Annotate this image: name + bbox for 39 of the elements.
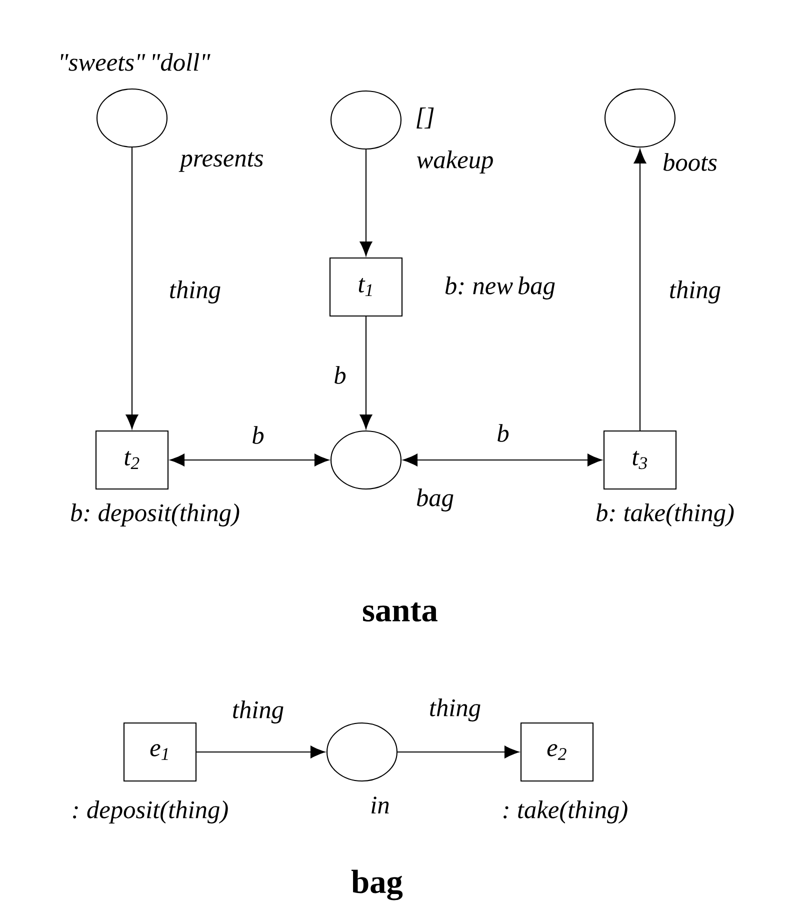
edge-label: thing — [430, 698, 480, 722]
transition-box: t$_{2}$ — [95, 430, 169, 490]
edge-label: thing — [233, 700, 284, 724]
node-label: "sweets" "doll" — [60, 53, 210, 71]
net-title: bag — [351, 870, 403, 900]
node-label: in — [372, 796, 389, 814]
arrow — [360, 316, 372, 430]
transition-box: e$_{2}$ — [520, 722, 594, 782]
arrow — [398, 746, 519, 758]
edge-label: thing — [170, 280, 220, 304]
arrow — [196, 746, 325, 758]
node-label: presents — [178, 152, 263, 172]
place-circle — [96, 88, 168, 148]
node-label: bag — [416, 488, 454, 512]
transition-box: t$_{1}$ — [329, 257, 403, 317]
arrow — [360, 150, 372, 256]
node-label: [] — [416, 108, 434, 128]
node-label: : deposit(thing) — [73, 800, 228, 824]
edge-label: b — [334, 366, 346, 384]
arrow — [170, 454, 329, 466]
node-label: wakeup — [416, 150, 493, 174]
edge-label: b — [498, 424, 509, 442]
edge-label: thing — [670, 280, 720, 304]
place-circle — [326, 722, 398, 782]
arrow — [634, 149, 646, 430]
edge-label: b — [252, 426, 264, 444]
node-label: b: take(thing) — [596, 504, 734, 526]
transition-box: e$_{1}$ — [123, 722, 197, 782]
arrow — [403, 454, 602, 466]
transition-box: t$_{3}$ — [603, 430, 677, 490]
place-circle — [330, 430, 402, 490]
place-circle — [604, 88, 676, 148]
place-circle — [330, 90, 402, 150]
arrow — [126, 148, 138, 430]
node-label: b: new bag — [445, 276, 555, 300]
node-label: : take(thing) — [504, 800, 628, 824]
node-label: boots — [664, 153, 717, 171]
net-title: santa — [363, 602, 438, 622]
node-label: b: deposit(thing) — [71, 504, 240, 526]
